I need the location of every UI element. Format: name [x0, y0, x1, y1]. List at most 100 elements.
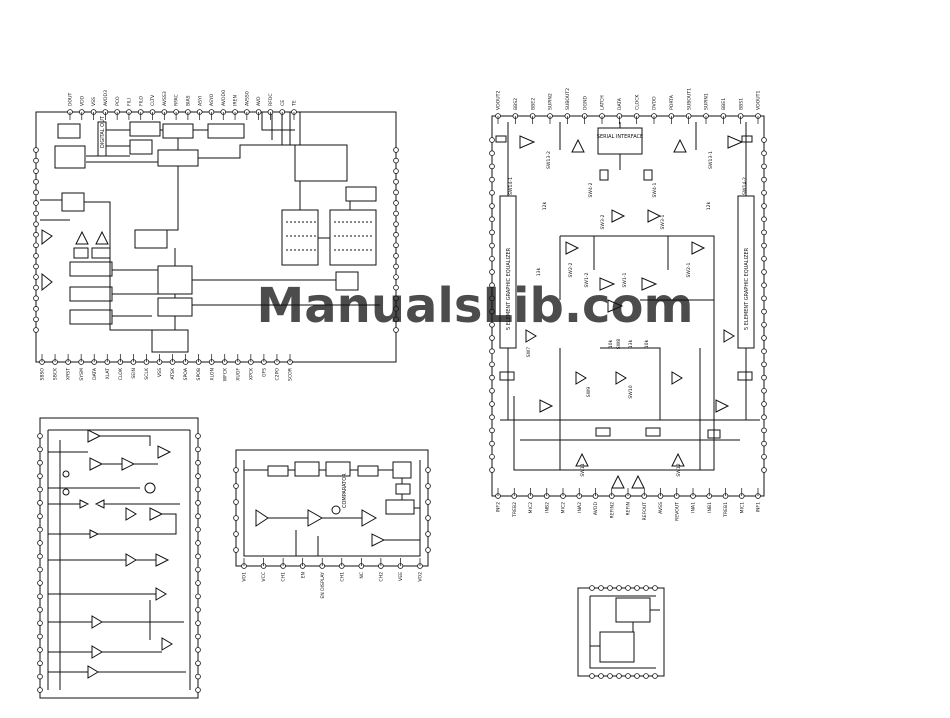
pin-label: INA2	[577, 502, 583, 513]
serial-interface-label: SERIAL INTERFACE	[597, 134, 643, 140]
pin-pad	[195, 473, 201, 479]
serial-interface-block	[597, 127, 643, 155]
pin-label: AVSS3	[162, 91, 168, 106]
pin-pad	[761, 453, 767, 460]
pin-label: AVDD0	[221, 90, 227, 106]
pin-label: XLON	[209, 368, 215, 381]
pin-pad	[625, 673, 631, 679]
ic1-block	[61, 192, 85, 212]
pin-pad	[393, 168, 399, 174]
pin-pad	[393, 253, 399, 259]
ic1-block	[69, 286, 113, 302]
pin-label: SW8	[616, 339, 622, 349]
ic3-source-symbol	[331, 505, 341, 515]
pin-pad	[761, 321, 767, 328]
pin-label: CH2	[378, 572, 384, 582]
pin-pad	[761, 255, 767, 262]
pin-pad	[489, 414, 495, 421]
pin-label: SBCK	[53, 367, 59, 380]
pin-pad	[37, 566, 43, 573]
pin-label: DOUT	[68, 92, 74, 106]
pin-pad	[489, 269, 495, 275]
pin-pad	[195, 540, 201, 546]
pin-pad	[393, 178, 399, 185]
pin-pad	[489, 467, 495, 473]
ic1-bottom-pins	[39, 354, 293, 365]
pin-label: SW14-1	[508, 177, 514, 195]
ic3-block	[294, 461, 320, 477]
pin-label: RFDC	[268, 93, 274, 106]
ic1-amplifier-symbols	[41, 229, 109, 292]
pin-label: XLAT	[105, 368, 111, 380]
pin-label: MIC1	[739, 502, 745, 514]
pin-pad	[195, 459, 201, 466]
pin-pad	[761, 137, 767, 143]
ic2-component-boxes	[495, 135, 753, 439]
ic5-block	[599, 631, 635, 663]
pin-pad	[195, 647, 201, 653]
pin-pad	[37, 513, 43, 520]
pin-pad	[761, 401, 767, 407]
pin-pad	[489, 427, 495, 434]
pin-label: WFCK	[222, 367, 228, 381]
ic3-block	[267, 465, 289, 477]
ic1-block	[162, 123, 194, 139]
pin-label: ASYI	[197, 96, 203, 106]
pin-label: PORTA	[669, 94, 675, 110]
pin-pad	[37, 593, 43, 600]
ic3-wiring	[243, 460, 421, 557]
ic1-block	[73, 247, 89, 259]
ic4-outline	[39, 417, 199, 699]
pin-pad	[425, 531, 431, 537]
pin-label: SW3-1	[660, 214, 666, 229]
pin-pad	[233, 515, 239, 521]
pin-pad	[195, 687, 201, 693]
pin-pad	[489, 176, 495, 183]
pin-pad	[37, 526, 43, 533]
ic1-block	[91, 247, 111, 259]
pin-pad	[33, 147, 39, 153]
pin-pad	[761, 242, 767, 249]
pin-label: AVSS0	[244, 91, 250, 106]
ic1-block	[281, 209, 319, 266]
pin-pad	[589, 585, 595, 591]
pin-label: ASYO	[209, 93, 215, 106]
pin-pad	[195, 486, 201, 493]
pin-label: VDOUT1	[756, 91, 762, 110]
ic3-block	[357, 465, 379, 477]
pin-label: EN	[300, 572, 306, 578]
pin-pad	[37, 660, 43, 667]
pin-label: SPOB	[196, 368, 202, 380]
pin-pad	[37, 687, 43, 693]
pin-pad	[625, 585, 631, 591]
pin-label: 10k	[644, 339, 650, 348]
pin-pad	[761, 163, 767, 170]
pin-pad	[489, 229, 495, 236]
ic1-block	[54, 145, 86, 169]
pin-pad	[37, 540, 43, 546]
pin-pad	[489, 453, 495, 460]
graphic-equalizer-left-label: 5 ELEMENT GRAPHIC EQUALIZER	[506, 247, 512, 330]
pin-label: SW7	[526, 347, 532, 357]
pin-label: INF2	[496, 502, 502, 512]
pin-label: DATA	[92, 367, 98, 380]
pin-pad	[761, 295, 767, 302]
ic1-block	[69, 261, 113, 277]
pin-label: PCO	[115, 96, 121, 106]
pin-label: SUBOUT1	[686, 88, 692, 110]
pin-pad	[393, 316, 399, 323]
pin-pad	[761, 229, 767, 236]
pin-pad	[761, 150, 767, 157]
pin-label: SYSM	[79, 368, 85, 381]
pin-label: VO1	[242, 572, 248, 582]
pin-pad	[616, 585, 622, 591]
pin-pad	[489, 282, 495, 289]
pin-pad	[607, 673, 613, 679]
pin-pad	[37, 446, 43, 453]
pin-label: CLOK	[118, 367, 124, 380]
ic3-comparator-label: COMPARATOR	[342, 473, 348, 508]
